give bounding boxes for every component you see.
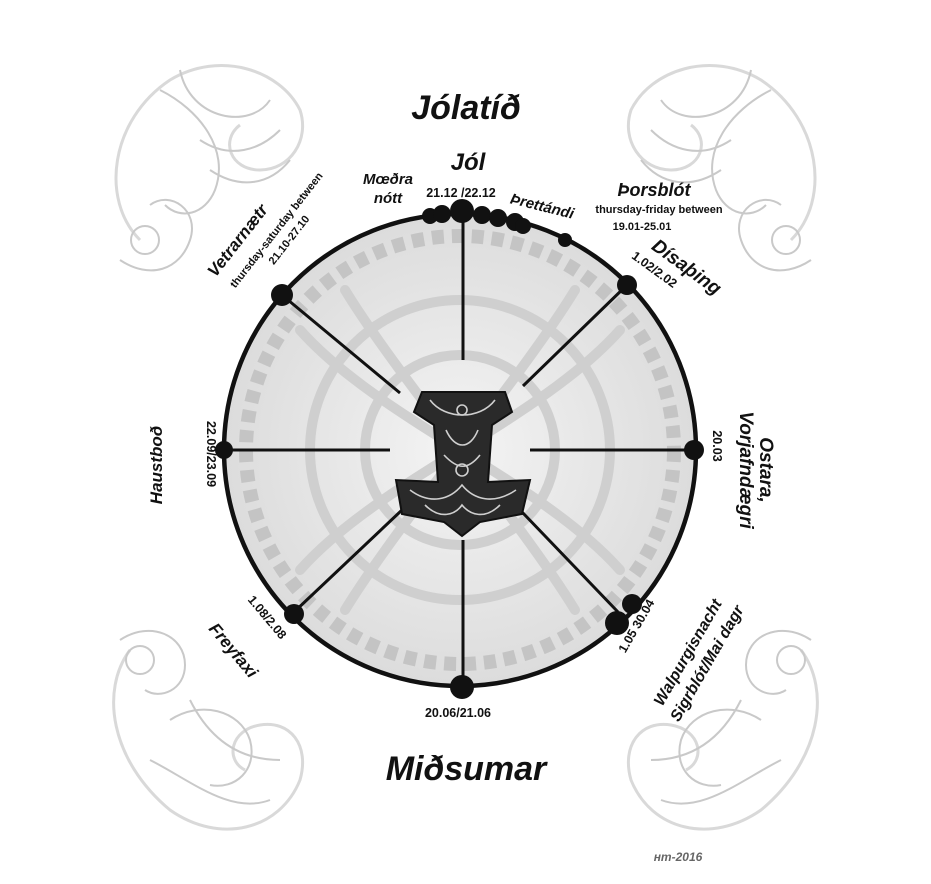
title-top: Jólatíð xyxy=(411,89,521,127)
thorsblot-date: 19.01-25.01 xyxy=(613,221,672,233)
signature: нт-2016 xyxy=(654,850,703,864)
festival-markers xyxy=(215,199,704,699)
ostara-date: 20.03 xyxy=(710,430,724,461)
thors-hammer-icon xyxy=(394,391,532,538)
maedra-label-line2: nótt xyxy=(374,190,403,207)
title-bottom: Miðsumar xyxy=(386,750,548,788)
freyfaxi-label: Freyfaxi xyxy=(205,619,262,682)
wheel xyxy=(215,199,704,699)
jol-label: Jól xyxy=(451,149,487,176)
thorsblot-label: Þorsblót xyxy=(617,180,691,200)
haustbod-date: 22.09/23.09 xyxy=(204,421,218,487)
corner-ornament-bottom-left xyxy=(112,630,305,831)
corner-ornament-top-right xyxy=(626,64,817,272)
maedra-label-line1: Mœðra xyxy=(363,171,413,188)
thorsblot-rule: thursday-friday between xyxy=(595,204,722,216)
corner-ornament-bottom-right xyxy=(626,630,819,831)
ostara-label-line2: Vorjafndægri xyxy=(735,411,756,529)
corner-ornament-top-left xyxy=(114,64,305,272)
ostara-label-line1: Ostara, xyxy=(755,437,776,502)
wheel-spokes xyxy=(224,214,694,686)
jol-date: 21.12 /22.12 xyxy=(426,186,496,200)
midsumar-date: 20.06/21.06 xyxy=(425,706,491,720)
haustbod-label: Haustboð xyxy=(147,426,166,504)
